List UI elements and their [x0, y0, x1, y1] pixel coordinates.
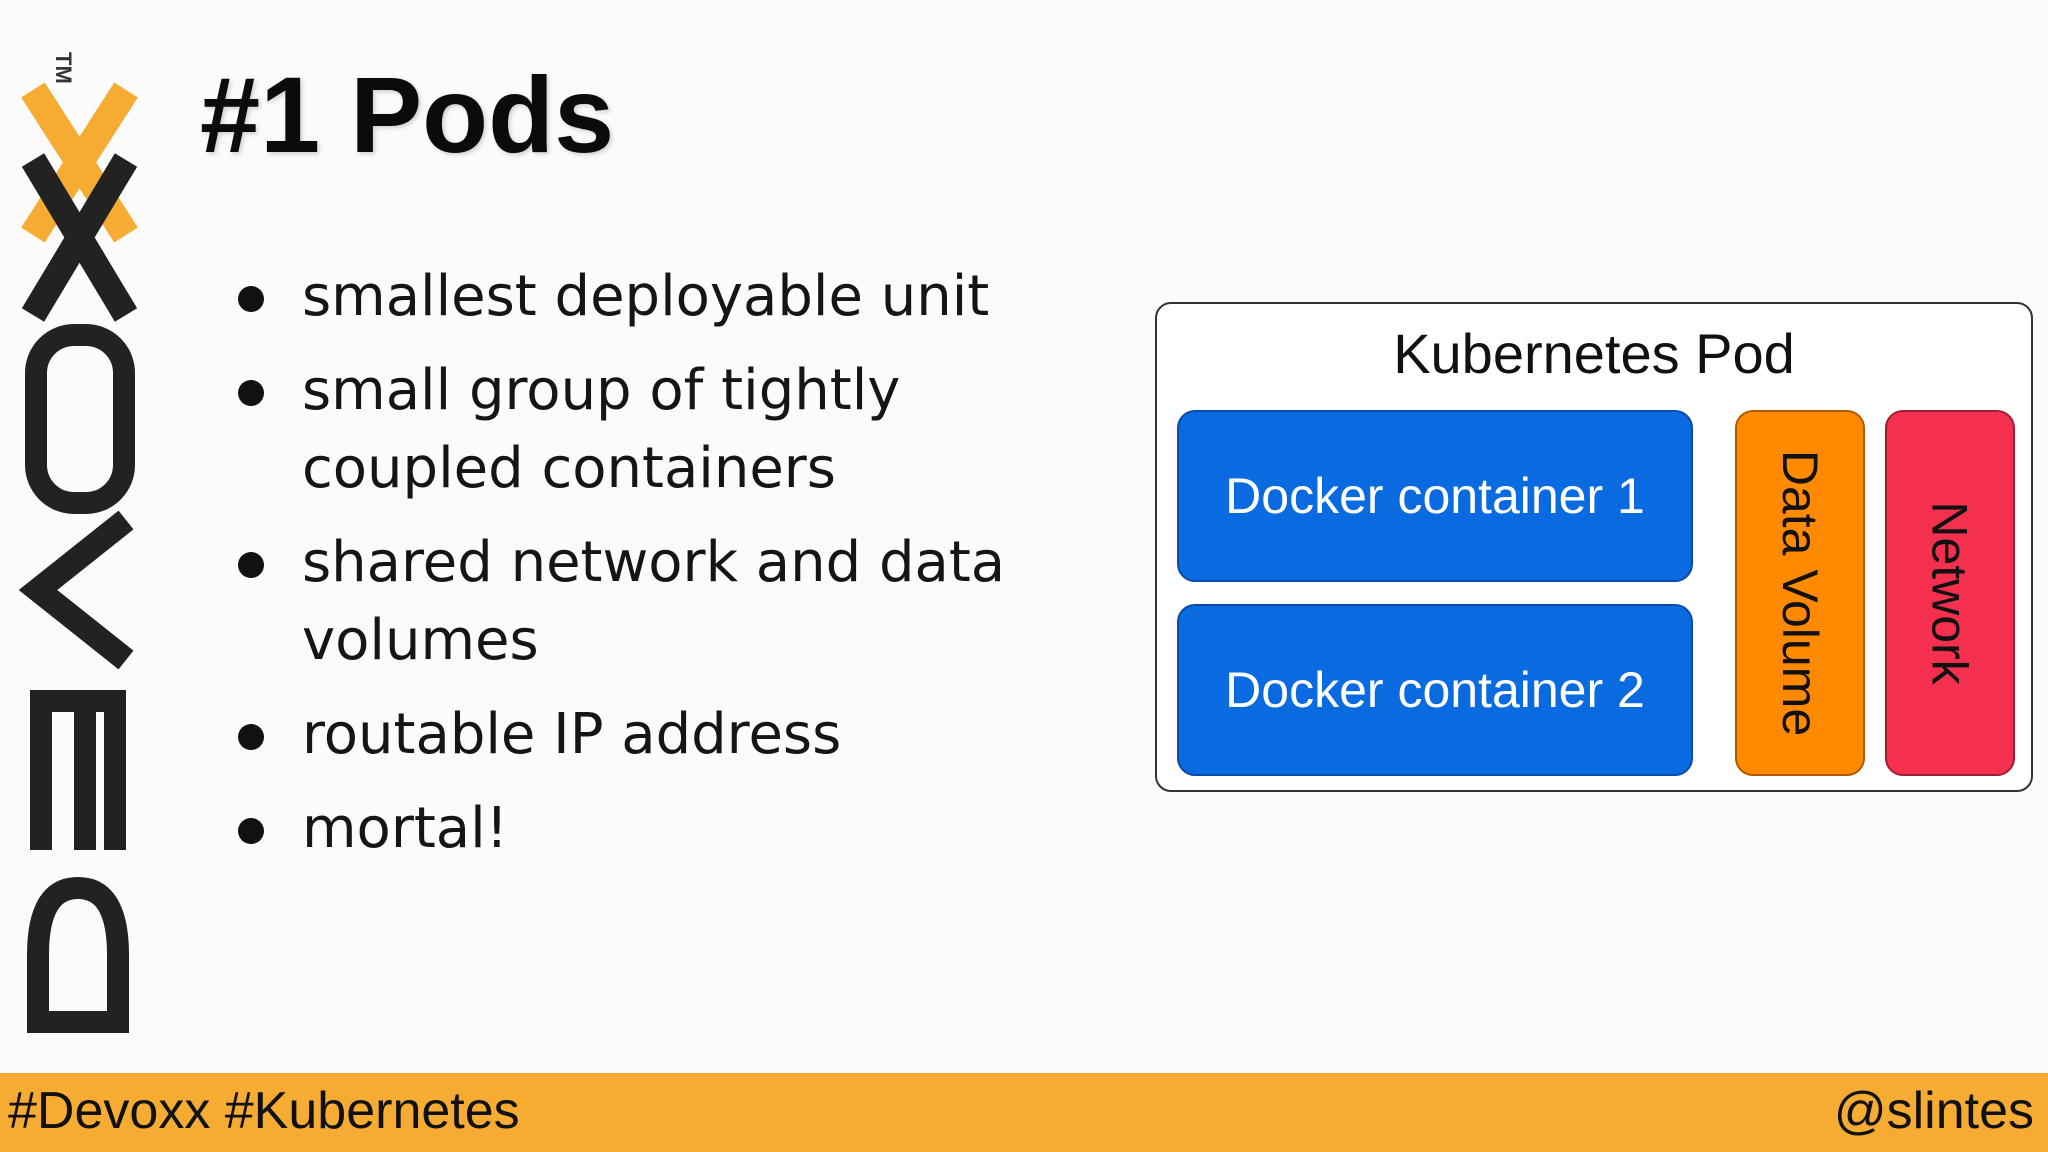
logo-v	[18, 510, 134, 670]
bullet-text: small group of tightly coupled container…	[302, 358, 901, 501]
logo-o	[25, 324, 135, 514]
container-label: Docker container 1	[1225, 468, 1645, 524]
bullet-list: smallest deployable unit small group of …	[236, 258, 1136, 884]
bullet-dot	[238, 380, 264, 406]
logo-e	[30, 690, 126, 850]
docker-container-2-box: Docker container 2	[1177, 604, 1693, 776]
bullet-dot	[238, 818, 264, 844]
bullet-text: smallest deployable unit	[302, 264, 990, 329]
data-volume-label: Data Volume	[1772, 449, 1828, 737]
bullet-item: smallest deployable unit	[236, 258, 1136, 336]
container-label: Docker container 2	[1225, 662, 1645, 718]
logo-x-black	[21, 153, 138, 322]
bullet-item: routable IP address	[236, 696, 1136, 774]
bullet-item: small group of tightly coupled container…	[236, 352, 1136, 508]
footer-handle: @slintes	[1833, 1082, 2034, 1140]
bullet-text: routable IP address	[302, 702, 842, 767]
docker-container-1-box: Docker container 1	[1177, 410, 1693, 582]
bullet-text: shared network and data volumes	[302, 530, 1006, 673]
network-box: Network	[1885, 410, 2015, 776]
data-volume-box: Data Volume	[1735, 410, 1865, 776]
footer-bar: #Devoxx #Kubernetes @slintes	[0, 1073, 2048, 1152]
bullet-dot	[238, 724, 264, 750]
bullet-text: mortal!	[302, 796, 509, 861]
pod-title: Kubernetes Pod	[1393, 322, 1795, 385]
bullet-item: shared network and data volumes	[236, 524, 1136, 680]
network-label: Network	[1922, 501, 1978, 685]
bullet-dot	[238, 552, 264, 578]
svg-text:TM: TM	[51, 52, 76, 84]
kubernetes-pod-diagram: Kubernetes Pod Docker container 1 Docker…	[1155, 302, 2033, 792]
bullet-item: mortal!	[236, 790, 1136, 868]
devoxx-logo: TM	[18, 52, 138, 1033]
footer-hashtags: #Devoxx #Kubernetes	[8, 1082, 520, 1140]
bullet-dot	[238, 286, 264, 312]
slide-title: #1 Pods	[200, 54, 615, 175]
